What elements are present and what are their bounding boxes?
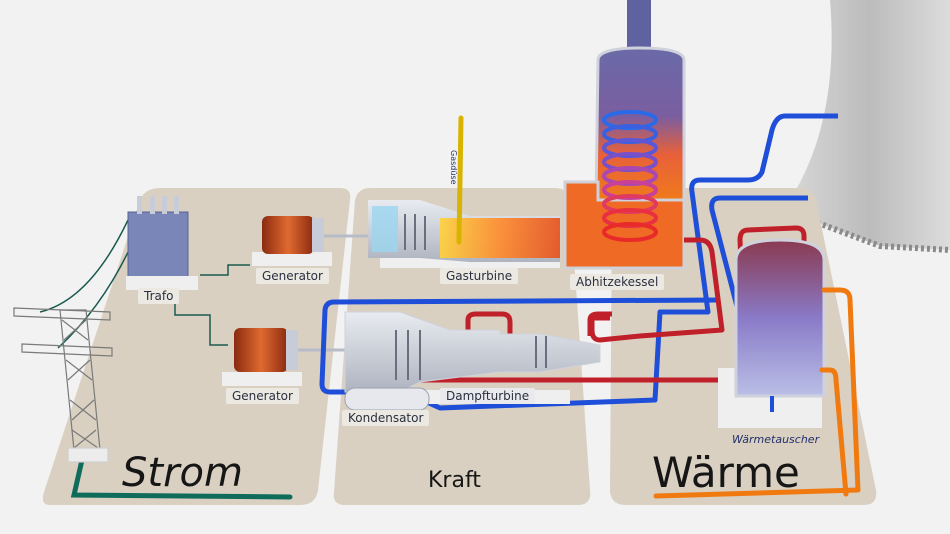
hot-water-pipes [389,225,807,383]
cold-water-pipes [319,113,838,411]
abhitzekessel-label: Abhitzekessel [570,274,665,290]
heat-line [653,287,861,499]
trafo-label: Trafo [138,288,180,304]
gasturbine-label: Gasturbine [440,268,519,284]
heat-exchanger [718,238,826,428]
kondensator-label: Kondensator [342,410,430,426]
generator-top-label: Generator [256,268,329,284]
transformer [126,196,198,290]
zone-title-waerme: Wärme [652,448,800,497]
generator-bottom-machine [222,328,345,386]
waermetauscher-label: Wärmetauscher [732,433,820,446]
gas-pipe-label: Gasdüse [449,150,458,185]
zone-title-kraft: Kraft [428,468,481,493]
gas-turbine [368,200,560,268]
gas-supply-pipe [456,115,464,245]
condenser [344,387,430,411]
generator-bottom-label: Generator [226,388,299,404]
grid-line [70,457,293,500]
transmission-tower [13,307,113,463]
generator-top-machine [252,216,370,266]
dampfturbine-label: Dampfturbine [440,388,536,404]
boiler-coil [602,110,658,242]
zone-title-strom: Strom [122,450,243,496]
